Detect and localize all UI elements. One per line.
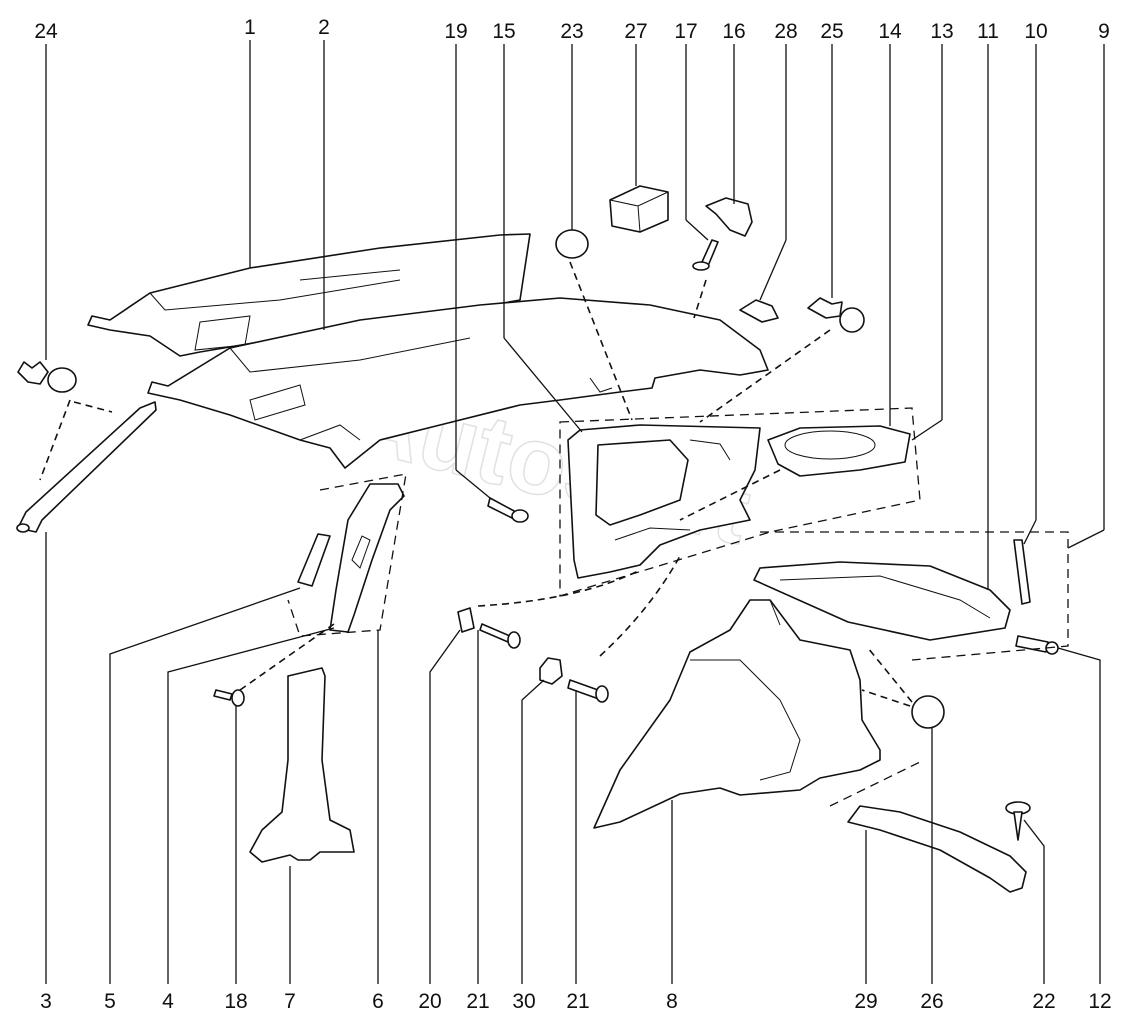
callout-12: 12 xyxy=(1088,990,1111,1013)
screw-17 xyxy=(692,239,719,271)
callout-24: 24 xyxy=(34,20,58,43)
callout-11: 11 xyxy=(977,20,999,43)
callout-29: 29 xyxy=(854,990,877,1013)
callout-23: 23 xyxy=(560,20,583,43)
callout-8: 8 xyxy=(666,990,678,1013)
sill-trim xyxy=(847,805,1027,893)
callout-16: 16 xyxy=(722,20,745,43)
callout-28: 28 xyxy=(774,20,797,43)
assembly-arrow-17 xyxy=(693,279,707,319)
screw-22 xyxy=(1005,801,1031,841)
assembly-arrow-24b xyxy=(73,401,113,413)
group-frame-29 xyxy=(829,761,921,807)
group-frame-6 xyxy=(287,473,407,637)
quarter-panel-trim xyxy=(567,424,761,579)
callout-17: 17 xyxy=(674,20,697,43)
clip-nut-20 xyxy=(457,607,475,633)
assembly-arrow-24a xyxy=(39,399,71,481)
clip-25 xyxy=(807,297,865,333)
trim-5 xyxy=(297,533,331,587)
callout-20: 20 xyxy=(418,990,441,1013)
callout-18: 18 xyxy=(224,990,247,1013)
assembly-arrow-20 xyxy=(477,569,641,607)
assembly-arrow-23 xyxy=(569,261,633,421)
clip-24 xyxy=(17,361,77,393)
screw-21b xyxy=(567,679,609,703)
callout-26: 26 xyxy=(920,990,943,1013)
callout-22: 22 xyxy=(1032,990,1055,1013)
callout-21b: 21 xyxy=(566,990,589,1013)
assembly-arrow-14 xyxy=(679,469,781,521)
headliner-upper xyxy=(87,233,531,357)
assembly-arrow-30 xyxy=(599,555,681,657)
callout-30: 30 xyxy=(512,990,535,1013)
screw-19 xyxy=(487,497,529,523)
speaker-tray xyxy=(767,425,911,477)
luggage-side-trim xyxy=(593,599,881,829)
screw-21a xyxy=(479,623,521,649)
callout-15: 15 xyxy=(492,20,515,43)
screw-18 xyxy=(213,689,245,707)
block-27 xyxy=(609,185,669,233)
callout-7: 7 xyxy=(284,990,296,1013)
b-pillar-upper-trim xyxy=(329,483,405,633)
callout-19: 19 xyxy=(444,20,467,43)
assembly-arrow-26b xyxy=(861,689,911,707)
nut-30 xyxy=(539,657,563,685)
clip-28 xyxy=(739,299,779,323)
callout-4: 4 xyxy=(162,990,174,1013)
assembly-arrow-25 xyxy=(699,329,831,423)
pin-12 xyxy=(1015,635,1059,655)
callout-6: 6 xyxy=(372,990,384,1013)
headliner-lower xyxy=(147,297,769,469)
strip-10 xyxy=(1013,539,1031,605)
clip-16 xyxy=(705,197,753,237)
callout-21a: 21 xyxy=(466,990,489,1013)
callout-14: 14 xyxy=(878,20,902,43)
callout-1: 1 xyxy=(244,16,256,39)
cap-23 xyxy=(555,229,589,259)
group-frame-9 xyxy=(760,531,1069,661)
callout-27: 27 xyxy=(624,20,647,43)
cap-26 xyxy=(911,695,945,729)
b-pillar-lower-trim xyxy=(249,667,355,863)
leader-lines xyxy=(45,40,1105,984)
callout-2: 2 xyxy=(318,16,330,39)
group-frame-15 xyxy=(559,407,921,597)
callout-3: 3 xyxy=(40,990,52,1013)
callout-10: 10 xyxy=(1024,20,1047,43)
callout-13: 13 xyxy=(930,20,953,43)
callout-9: 9 xyxy=(1098,20,1110,43)
parcel-shelf xyxy=(753,561,1011,641)
callout-25: 25 xyxy=(820,20,843,43)
callout-5: 5 xyxy=(104,990,116,1013)
a-pillar-trim xyxy=(16,401,157,533)
